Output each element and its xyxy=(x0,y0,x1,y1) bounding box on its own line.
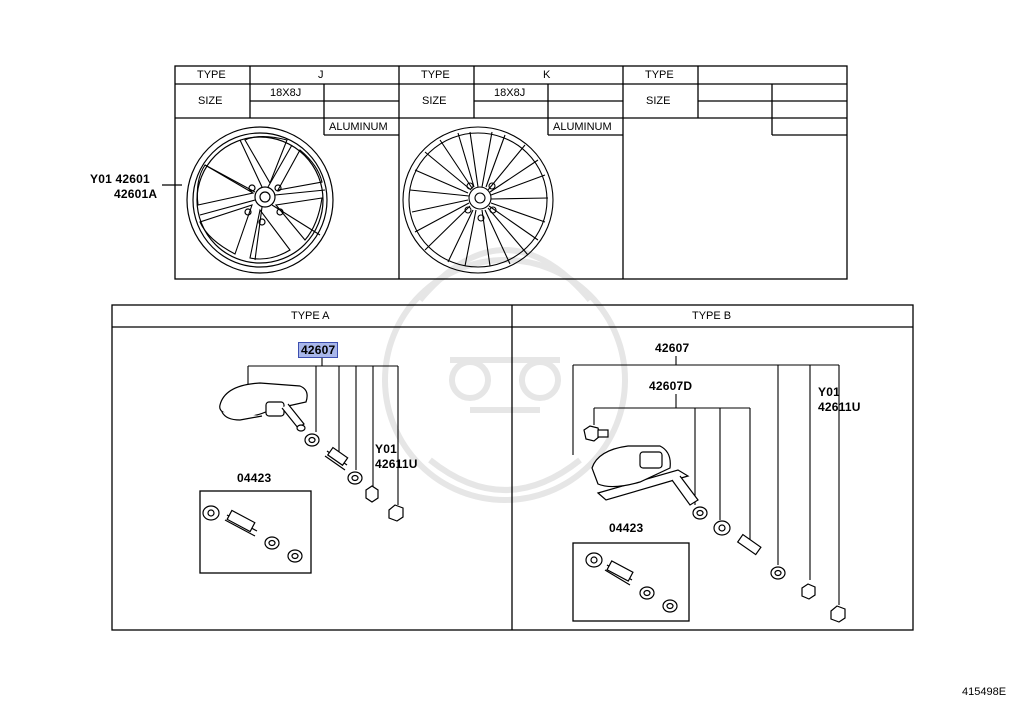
type-b-kit-parts xyxy=(585,552,678,613)
type-a-kit-parts xyxy=(202,505,303,563)
header-type-label-3: TYPE xyxy=(645,69,674,81)
type-k-value: K xyxy=(543,69,551,81)
header-size-label: SIZE xyxy=(198,95,223,107)
watermark-emblem xyxy=(382,247,628,503)
header-type-label: TYPE xyxy=(197,69,226,81)
size-j-value: 18X8J xyxy=(270,87,302,99)
type-a-part-42607[interactable]: 42607 xyxy=(298,342,339,358)
wheel-callout-part-1: Y01 42601 xyxy=(90,172,150,186)
type-b-part-42607[interactable]: 42607 xyxy=(655,341,690,355)
wheel-k-image xyxy=(402,126,554,274)
size-k-value: 18X8J xyxy=(494,87,526,99)
lower-panels-grid xyxy=(111,304,914,631)
type-b-part-42611u[interactable]: 42611U xyxy=(818,400,861,414)
type-a-part-04423[interactable]: 04423 xyxy=(237,471,272,485)
wheel-callout-part-2: 42601A xyxy=(114,187,158,201)
wheel-j-image xyxy=(186,126,334,274)
type-a-small-parts xyxy=(304,433,404,522)
type-b-part-04423[interactable]: 04423 xyxy=(609,521,644,535)
material-k-value: ALUMINUM xyxy=(553,121,612,133)
header-size-label-3: SIZE xyxy=(646,95,671,107)
type-b-leaders xyxy=(572,356,840,605)
material-j-value: ALUMINUM xyxy=(329,121,388,133)
header-type-label-2: TYPE xyxy=(421,69,450,81)
type-a-part-y01: Y01 xyxy=(375,442,397,456)
type-b-title: TYPE B xyxy=(692,310,732,322)
header-size-label-2: SIZE xyxy=(422,95,447,107)
type-b-small-parts xyxy=(583,425,846,623)
diagram-id: 415498E xyxy=(962,686,1007,698)
type-b-sensor xyxy=(591,445,699,506)
type-a-title: TYPE A xyxy=(291,310,330,322)
type-a-leaders xyxy=(247,358,399,505)
type-a-sensor xyxy=(219,382,308,432)
wheel-table-grid xyxy=(162,65,848,280)
type-b-part-y01: Y01 xyxy=(818,385,840,399)
type-a-part-42611u[interactable]: 42611U xyxy=(375,457,418,471)
type-b-part-42607d[interactable]: 42607D xyxy=(649,379,693,393)
type-j-value: J xyxy=(318,69,324,81)
